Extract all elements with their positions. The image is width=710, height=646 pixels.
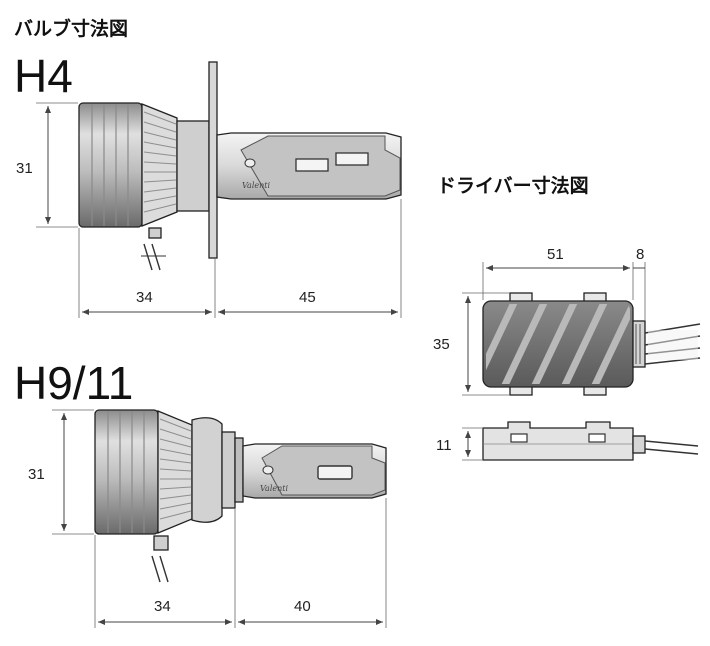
- h4-brand-mark: Valenti: [242, 181, 270, 190]
- h911-pin: [153, 535, 169, 551]
- driver-width-value: 51: [547, 246, 564, 263]
- h4-model-label: H4: [14, 50, 73, 102]
- driver-side-dimensions: 11: [436, 427, 482, 461]
- h4-taper-fins: [141, 103, 178, 227]
- driver-dimensions-title: ドライバー寸法図: [437, 174, 589, 197]
- h911-base-length-value: 34: [154, 598, 171, 615]
- driver-body-side: [482, 421, 634, 461]
- h911-socket-collar: [191, 417, 223, 523]
- h911-led-length-value: 40: [294, 598, 311, 615]
- h911-height-value: 31: [28, 466, 45, 483]
- h911-brand-mark: Valenti: [260, 484, 288, 493]
- h4-led-chip: [335, 152, 369, 166]
- driver-height-value: 35: [433, 336, 450, 353]
- h4-pin: [148, 227, 162, 239]
- h4-flange: [208, 61, 218, 259]
- driver-connector-length-value: 8: [636, 246, 644, 263]
- driver-side-connector: [632, 435, 646, 454]
- h4-base-length-value: 34: [136, 289, 153, 306]
- h4-heatsink-cylinder: [78, 102, 143, 228]
- h911-led-chip: [317, 465, 353, 480]
- h4-led-length-value: 45: [299, 289, 316, 306]
- h911-bulb-drawing: Valenti: [94, 409, 387, 583]
- driver-connector: [632, 320, 646, 368]
- driver-thickness-value: 11: [436, 437, 452, 454]
- h4-dimensions: 31 34 45: [16, 102, 402, 318]
- h4-led-chip: [295, 158, 329, 172]
- driver-side-view: [482, 421, 699, 461]
- bulb-dimensions-title: バルブ寸法図: [14, 17, 128, 40]
- h911-heatsink-cylinder: [94, 409, 159, 535]
- h911-dimensions: 31 34 40: [28, 409, 387, 628]
- h911-model-label: H9/11: [14, 357, 133, 409]
- h4-height-value: 31: [16, 160, 33, 177]
- h4-bulb-drawing: Valenti: [78, 61, 402, 271]
- h4-neck: [176, 120, 210, 212]
- driver-top-dimensions: 51 8 35: [433, 246, 646, 396]
- driver-top-view: [482, 292, 701, 396]
